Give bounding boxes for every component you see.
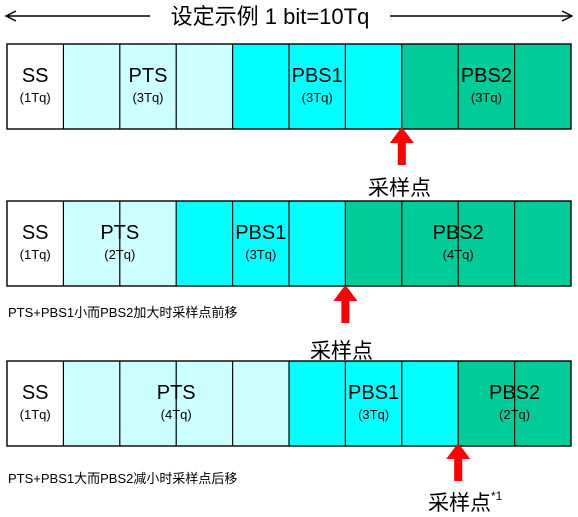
segment-tq: (3Tq) bbox=[245, 247, 277, 262]
segment-pbs2-1 bbox=[401, 44, 571, 129]
segment-name: SS bbox=[21, 65, 49, 87]
segment-label-ss-1: SS (1Tq) bbox=[7, 65, 63, 106]
segment-label-pbs1-1: PBS1 (3Tq) bbox=[233, 65, 402, 106]
sample-point-footnote: *1 bbox=[491, 489, 503, 503]
segment-tq: (3Tq) bbox=[132, 90, 164, 105]
segment-ss-2 bbox=[7, 201, 64, 286]
segment-ss-3 bbox=[7, 361, 64, 446]
segment-label-pts-2: PTS (2Tq) bbox=[63, 222, 176, 263]
segment-name: PBS1 bbox=[348, 382, 400, 404]
title-arrow-right bbox=[561, 10, 574, 22]
sample-point-label-1: 采样点 bbox=[368, 177, 431, 200]
segment-tq: (1Tq) bbox=[19, 90, 51, 105]
segment-name: PBS1 bbox=[235, 222, 287, 244]
segment-label-ss-3: SS (1Tq) bbox=[7, 382, 63, 423]
segment-tq: (4Tq) bbox=[442, 247, 474, 262]
segment-tq: (4Tq) bbox=[160, 407, 192, 422]
segment-ss-1 bbox=[7, 44, 64, 129]
title-bar: 设定示例 1 bit=10Tq bbox=[0, 0, 578, 34]
segment-pbs1-1 bbox=[232, 44, 402, 129]
segment-tq: (2Tq) bbox=[104, 247, 136, 262]
segment-tq: (1Tq) bbox=[19, 247, 51, 262]
bit-frame-3 bbox=[6, 360, 572, 447]
segment-label-pbs1-3: PBS1 (3Tq) bbox=[289, 382, 458, 423]
sample-point-arrow-3 bbox=[446, 443, 471, 481]
segment-name: PBS2 bbox=[489, 382, 541, 404]
segment-name: PBS1 bbox=[291, 65, 343, 87]
segment-pbs1-3 bbox=[289, 361, 459, 446]
sample-point-arrow-2 bbox=[333, 285, 358, 323]
segment-tq: (2Tq) bbox=[499, 407, 531, 422]
sample-point-arrow-1 bbox=[389, 127, 414, 165]
bit-frame-1 bbox=[6, 43, 572, 130]
segment-tq: (3Tq) bbox=[470, 90, 502, 105]
segment-label-pbs2-2: PBS2 (4Tq) bbox=[345, 222, 571, 263]
sample-point-label-3: 采样点*1 bbox=[428, 489, 503, 515]
example-3-description: PTS+PBS1大而PBS2减小时采样点后移 bbox=[8, 471, 238, 486]
bit-frame-2 bbox=[6, 200, 572, 287]
example-2-description: PTS+PBS1小而PBS2加大时采样点前移 bbox=[8, 305, 238, 320]
segment-name: PBS2 bbox=[432, 222, 484, 244]
segment-pts-1 bbox=[63, 44, 233, 129]
segment-label-ss-2: SS (1Tq) bbox=[7, 222, 63, 263]
segment-name: PTS bbox=[100, 222, 140, 244]
segment-label-pbs1-2: PBS1 (3Tq) bbox=[176, 222, 345, 263]
segment-label-pts-3: PTS (4Tq) bbox=[63, 382, 289, 423]
segment-tq: (1Tq) bbox=[19, 407, 51, 422]
segment-tq: (3Tq) bbox=[358, 407, 390, 422]
sample-point-label-2: 采样点 bbox=[310, 340, 373, 363]
segment-name: SS bbox=[21, 382, 49, 404]
segment-label-pbs2-3: PBS2 (2Tq) bbox=[458, 382, 571, 423]
segment-label-pts-1: PTS (3Tq) bbox=[63, 65, 232, 106]
title-arrow-left bbox=[4, 10, 17, 22]
segment-pbs1-2 bbox=[176, 201, 346, 286]
diagram-title: 设定示例 1 bit=10Tq bbox=[150, 3, 390, 31]
segment-name: PTS bbox=[128, 65, 168, 87]
segment-name: SS bbox=[21, 222, 49, 244]
segment-name: PBS2 bbox=[460, 65, 512, 87]
segment-name: PTS bbox=[156, 382, 196, 404]
segment-tq: (3Tq) bbox=[301, 90, 333, 105]
segment-label-pbs2-1: PBS2 (3Tq) bbox=[402, 65, 571, 106]
